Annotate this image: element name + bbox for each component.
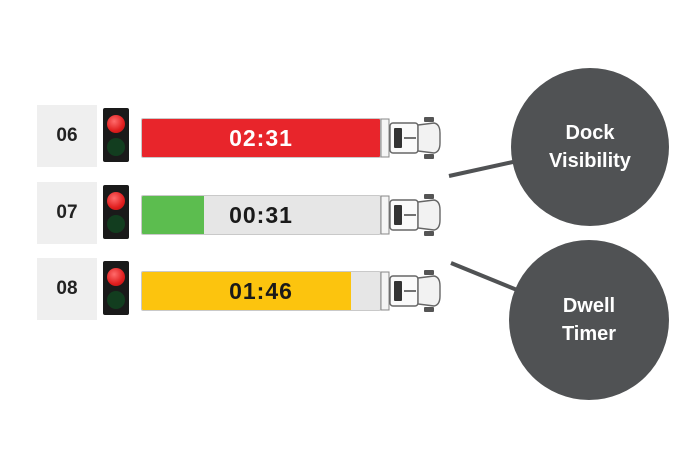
dwell-timer-label: Dwell Timer <box>562 292 616 348</box>
traffic-light-icon <box>103 185 129 239</box>
truck-cab-icon <box>380 190 444 240</box>
trailer-progress-bar: 01:46 <box>141 271 381 311</box>
truck-cab-icon <box>380 113 444 163</box>
red-lamp <box>107 115 125 133</box>
dwell-timer: 00:31 <box>142 196 380 234</box>
traffic-light-icon <box>103 108 129 162</box>
traffic-light-icon <box>103 261 129 315</box>
green-lamp <box>107 291 125 309</box>
truck-cab-icon <box>380 266 444 316</box>
dwell-timer-connector <box>451 263 522 292</box>
dock-row-08[interactable]: 08 01:46 <box>37 258 447 320</box>
dock-number: 07 <box>37 182 97 244</box>
dock-number: 08 <box>37 258 97 320</box>
trailer-progress-bar: 02:31 <box>141 118 381 158</box>
dock-visibility-label: Dock Visibility <box>549 119 631 175</box>
trailer-progress-bar: 00:31 <box>141 195 381 235</box>
green-lamp <box>107 215 125 233</box>
dwell-timer: 01:46 <box>142 272 380 310</box>
red-lamp <box>107 192 125 210</box>
red-lamp <box>107 268 125 286</box>
dock-row-06[interactable]: 06 02:31 <box>37 105 447 167</box>
dock-visibility-connector <box>449 160 522 176</box>
dwell-timer: 02:31 <box>142 119 380 157</box>
dock-visibility-callout: Dock Visibility <box>511 68 669 226</box>
dock-number: 06 <box>37 105 97 167</box>
green-lamp <box>107 138 125 156</box>
dwell-timer-callout: Dwell Timer <box>509 240 669 400</box>
dock-row-07[interactable]: 07 00:31 <box>37 182 447 244</box>
